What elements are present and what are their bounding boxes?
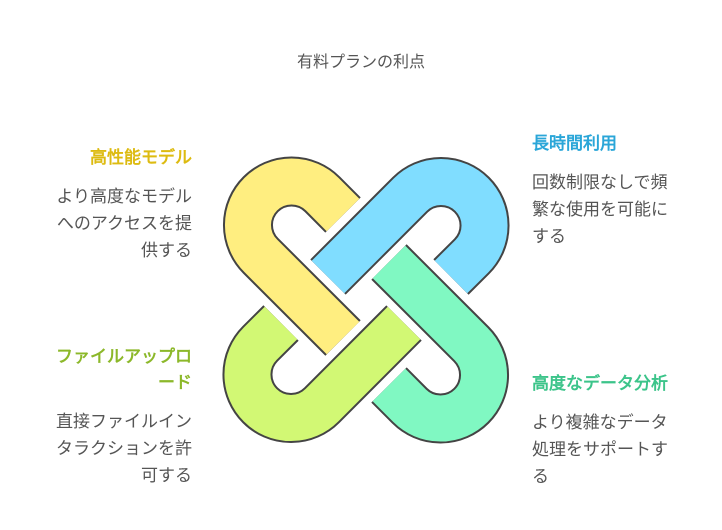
benefit-extended-use: 長時間利用 回数制限なしで頻 繁な使用を可能に する xyxy=(532,131,722,251)
benefit-advanced-data-analysis: 高度なデータ分析 より複雑なデータ 処理をサポートす る xyxy=(532,371,722,491)
benefit-heading: 長時間利用 xyxy=(532,134,617,154)
benefit-description: より高度なモデル へのアクセスを提 供する xyxy=(56,187,192,261)
benefit-description: より複雑なデータ 処理をサポートす る xyxy=(532,413,668,487)
benefit-heading: 高度なデータ分析 xyxy=(532,374,668,394)
diagram-title: 有料プランの利点 xyxy=(296,52,425,71)
benefit-heading: ファイルアップロ ード xyxy=(56,347,192,393)
benefit-description: 回数制限なしで頻 繁な使用を可能に する xyxy=(532,173,668,247)
benefit-file-upload: ファイルアップロ ード 直接ファイルイン タラクションを許 可する xyxy=(2,344,192,490)
benefit-high-performance-model: 高性能モデル より高度なモデル へのアクセスを提 供する xyxy=(2,145,192,265)
benefit-description: 直接ファイルイン タラクションを許 可する xyxy=(56,412,192,486)
benefit-heading: 高性能モデル xyxy=(90,148,192,168)
